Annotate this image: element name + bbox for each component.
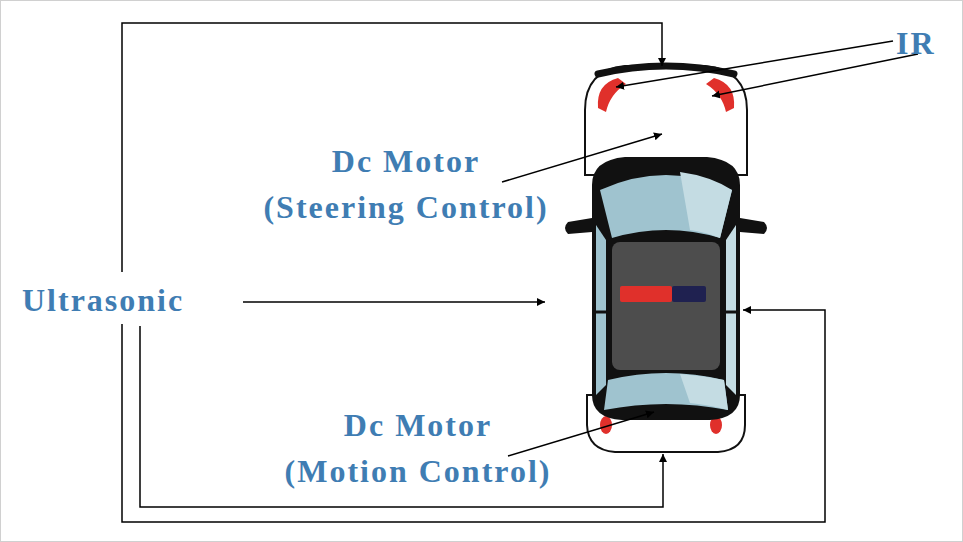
car-body bbox=[592, 157, 740, 420]
side-window bbox=[726, 225, 736, 395]
wire bbox=[122, 23, 662, 272]
bumper bbox=[598, 66, 734, 74]
motor-label: Dc Motor (Motion Control) bbox=[285, 402, 552, 494]
sensor-label: IR bbox=[896, 20, 936, 66]
rear-window-glare bbox=[680, 374, 728, 410]
motor-label: Dc Motor (Steering Control) bbox=[263, 138, 548, 230]
mirror bbox=[565, 218, 592, 234]
wire bbox=[122, 310, 825, 522]
wire bbox=[140, 326, 663, 507]
leader-line bbox=[616, 41, 893, 87]
leader-line bbox=[502, 134, 662, 182]
windshield-glare bbox=[680, 172, 732, 238]
headlight bbox=[598, 78, 626, 112]
leader-line bbox=[712, 54, 918, 96]
rear-window bbox=[604, 373, 728, 410]
roof bbox=[612, 242, 720, 370]
side-window bbox=[596, 225, 606, 395]
sensor-label: Ultrasonic bbox=[22, 277, 184, 323]
siren-red bbox=[620, 286, 672, 302]
pillar bbox=[726, 311, 736, 314]
siren-blue bbox=[672, 286, 706, 302]
mirror bbox=[740, 218, 767, 234]
leader-line bbox=[243, 301, 545, 303]
pillar bbox=[596, 311, 606, 314]
leader-line bbox=[508, 412, 654, 456]
